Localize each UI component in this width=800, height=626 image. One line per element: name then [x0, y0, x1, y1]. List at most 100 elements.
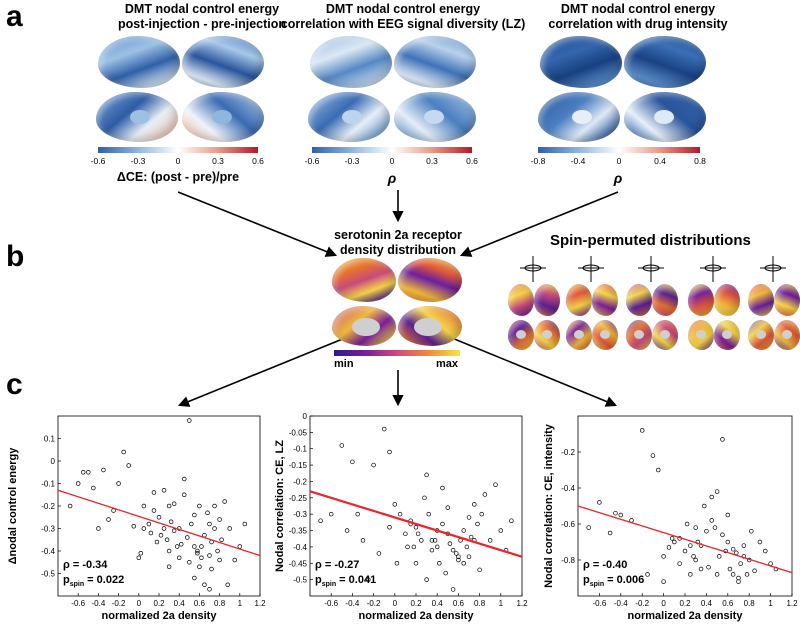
data-point: [702, 503, 707, 509]
data-point: [80, 469, 86, 475]
data-point: [424, 577, 429, 582]
spin-brain-view: [626, 284, 652, 316]
data-point: [709, 494, 714, 500]
x-tick-label: 0: [661, 599, 666, 608]
data-point: [466, 554, 472, 559]
data-point: [166, 503, 172, 509]
panel-label-c: c: [6, 368, 23, 401]
data-point: [440, 485, 445, 491]
data-point: [141, 526, 147, 531]
data-point: [187, 560, 192, 565]
data-point: [405, 544, 410, 550]
data-point: [736, 579, 741, 584]
data-point: [171, 528, 177, 534]
stat-rho: ρ = -0.34: [63, 559, 108, 571]
spin-rotation-icon: [578, 256, 604, 282]
data-point: [187, 418, 192, 423]
data-point: [757, 539, 763, 545]
data-point: [387, 525, 392, 530]
data-point: [199, 555, 204, 561]
data-point: [171, 501, 177, 506]
data-point: [479, 511, 484, 517]
colorbar-tick: -0.3: [130, 156, 146, 166]
data-point: [464, 544, 470, 550]
x-tick-label: 0.6: [453, 599, 465, 608]
y-tick-label: -0.35: [289, 527, 308, 536]
data-point: [714, 572, 720, 577]
data-point: [366, 577, 371, 582]
y-tick-label: -0.4: [41, 547, 55, 556]
spin-brain-view: [592, 284, 618, 316]
y-axis-label: Nodal correlation: CE, intensity: [543, 423, 555, 588]
colorbar-tick: 0.3: [426, 156, 438, 166]
data-point: [639, 428, 645, 433]
colorbar-tick: 0.6: [466, 156, 478, 166]
data-point: [242, 521, 248, 527]
data-point: [677, 561, 682, 566]
data-point: [207, 553, 212, 558]
x-tick-label: 1: [768, 599, 773, 608]
data-point: [613, 510, 618, 516]
data-point: [693, 525, 698, 530]
panel-a2-title-line1: DMT nodal control energy: [325, 2, 481, 16]
data-point: [487, 538, 493, 543]
panel-a3-title: DMT nodal control energy correlation wit…: [518, 2, 758, 32]
data-point: [434, 544, 440, 550]
data-point: [381, 426, 387, 432]
data-point: [207, 521, 212, 527]
data-point: [403, 531, 408, 537]
data-point: [178, 542, 184, 547]
x-tick-label: 0.4: [432, 599, 444, 608]
data-point: [413, 525, 419, 530]
data-point: [189, 521, 194, 527]
data-point: [138, 551, 144, 556]
data-point: [168, 519, 174, 524]
data-point: [212, 503, 217, 509]
data-point: [725, 539, 731, 545]
panel-a1-title-line1: DMT nodal control energy: [124, 2, 280, 16]
spin-brain-view: [508, 320, 534, 350]
y-tick-label: -0.25: [289, 494, 308, 503]
stat-pvalue: pspin = 0.006: [583, 574, 644, 588]
arrow-b-to-c3: [451, 337, 618, 407]
data-point: [182, 476, 187, 482]
data-point: [666, 545, 672, 550]
data-point: [86, 469, 91, 475]
data-point: [96, 526, 101, 531]
panel-a1-colorbar-label: ΔCE: (post - pre)/pre: [116, 170, 240, 184]
spin-rotation-icon: [638, 256, 664, 282]
y-tick-label: 0: [303, 412, 308, 421]
colorbar-tick: -0.6: [304, 156, 320, 166]
data-point: [730, 572, 736, 577]
y-axis-label: Nodal correlation: CE, LZ: [274, 440, 286, 572]
data-point: [394, 561, 400, 566]
data-point: [371, 462, 376, 468]
spin-brain-view: [748, 284, 774, 316]
data-point: [475, 521, 480, 527]
receptor-map-title: serotonin 2a receptor density distributi…: [278, 228, 518, 258]
data-point: [227, 526, 232, 531]
regression-line: [577, 505, 793, 574]
x-tick-label: 0.2: [679, 599, 691, 608]
panel-a3-title-line2: correlation with drug intensity: [548, 17, 728, 31]
spin-brain-view: [508, 284, 534, 316]
x-tick-label: -0.6: [324, 599, 338, 608]
x-tick-label: 1.2: [786, 599, 798, 608]
x-tick-label: -0.2: [635, 599, 649, 608]
data-point: [209, 566, 214, 572]
receptor-colorbar-min: min: [334, 358, 354, 370]
panel-a1-title: DMT nodal control energy post-injection …: [82, 2, 322, 32]
y-tick-label: -0.4: [561, 484, 575, 493]
data-point: [447, 541, 453, 546]
data-point: [195, 551, 200, 556]
data-point: [456, 557, 461, 563]
data-point: [192, 575, 197, 581]
data-point: [704, 528, 709, 534]
data-point: [411, 544, 417, 550]
data-point: [205, 510, 210, 515]
receptor-colorbar-max: max: [436, 358, 459, 370]
data-point: [207, 587, 212, 592]
data-point: [174, 544, 180, 549]
x-tick-label: 0.2: [410, 599, 422, 608]
